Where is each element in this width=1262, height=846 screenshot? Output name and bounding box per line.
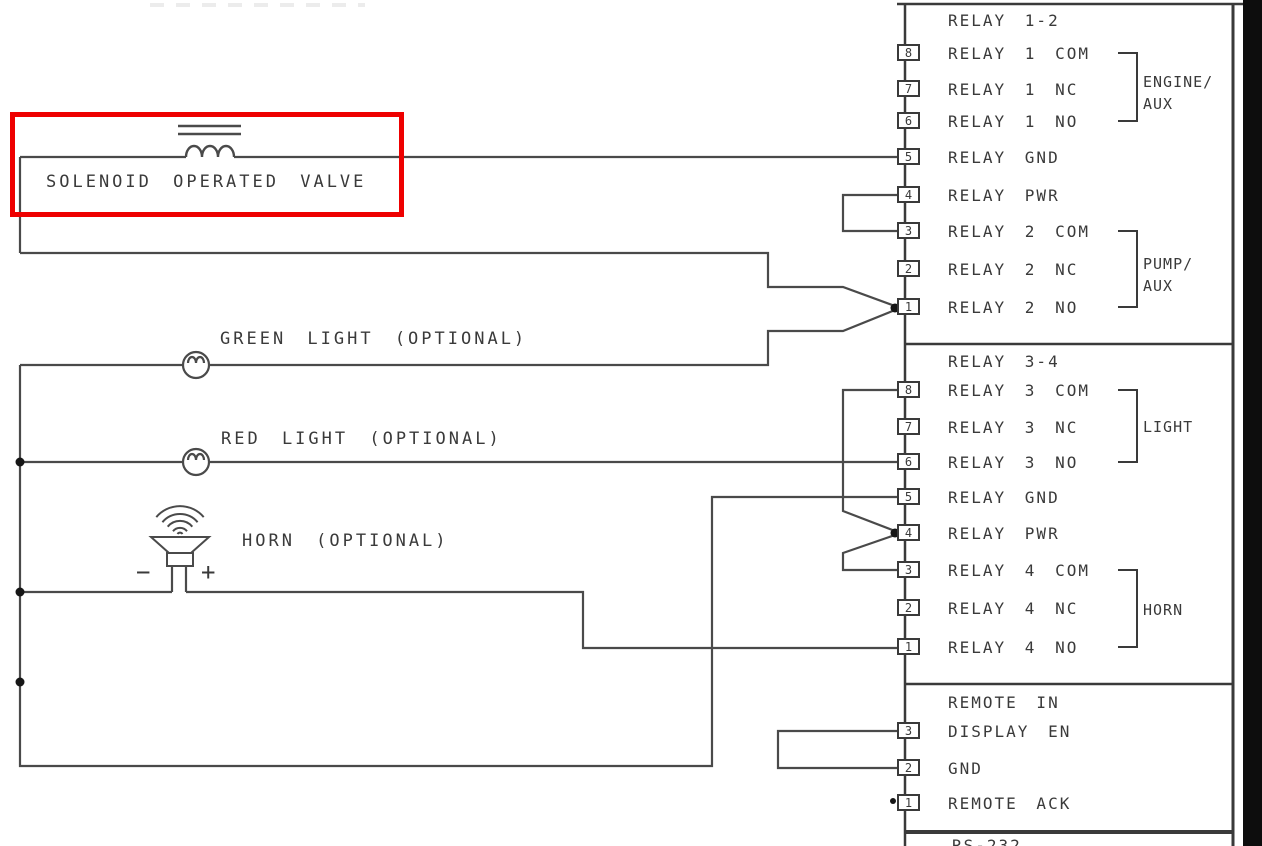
pin-box: 5 xyxy=(897,488,920,505)
section-header-remote-in: REMOTE IN xyxy=(948,693,1060,712)
pin-box: 4 xyxy=(897,186,920,203)
pin-number: 4 xyxy=(904,187,913,202)
pin-label: RELAY 4 NO xyxy=(948,638,1079,657)
pin-box: 3 xyxy=(897,722,920,739)
pin-label: RELAY GND xyxy=(948,488,1060,507)
bracket-pump-aux xyxy=(1118,230,1138,308)
bracket-label-engine-aux: AUX xyxy=(1143,95,1174,113)
pin-box: 4 xyxy=(897,524,920,541)
pin-number: 1 xyxy=(904,795,913,810)
section-header-relay-1-2: RELAY 1-2 xyxy=(948,11,1060,30)
wire-relay4com-to-pwr xyxy=(841,533,897,572)
pin-box: 2 xyxy=(897,260,920,277)
pin-number: 3 xyxy=(904,562,913,577)
bracket-label-horn: HORN xyxy=(1143,601,1184,619)
bracket-label-light: LIGHT xyxy=(1143,418,1194,436)
pin-label: RELAY PWR xyxy=(948,524,1060,543)
pin-number: 4 xyxy=(904,525,913,540)
green-lamp-icon xyxy=(181,350,211,380)
right-edge-bar xyxy=(1243,0,1262,846)
red-light-label: RED LIGHT (OPTIONAL) xyxy=(221,429,502,449)
pin-number: 1 xyxy=(904,639,913,654)
pin-label: RELAY GND xyxy=(948,148,1060,167)
pin-box: 3 xyxy=(897,561,920,578)
pin-label: RELAY 4 COM xyxy=(948,561,1090,580)
pin-label: DISPLAY EN xyxy=(948,722,1072,741)
pin-box: 8 xyxy=(897,44,920,61)
pin-number: 5 xyxy=(904,489,913,504)
pin-box: 8 xyxy=(897,381,920,398)
pin-number: 8 xyxy=(904,45,913,60)
bracket-label-engine: ENGINE/ xyxy=(1143,73,1214,91)
pin-number: 8 xyxy=(904,382,913,397)
wire-solenoid-top xyxy=(18,155,897,253)
pin-number: 6 xyxy=(904,454,913,469)
pin-label: RELAY 2 COM xyxy=(948,222,1090,241)
horn-plus-sign: + xyxy=(201,558,216,586)
pin-label: RELAY 1 NC xyxy=(948,80,1079,99)
pin-box: 7 xyxy=(897,80,920,97)
pin-number: 7 xyxy=(904,81,913,96)
pin-number: 2 xyxy=(904,760,913,775)
wire-jumper-relay12 xyxy=(841,193,897,233)
red-lamp-icon xyxy=(181,447,211,477)
green-light-label: GREEN LIGHT (OPTIONAL) xyxy=(220,329,528,349)
wire-relay3com-to-pwr xyxy=(841,388,897,533)
pin-number: 3 xyxy=(904,223,913,238)
pin-label: RELAY 4 NC xyxy=(948,599,1079,618)
bracket-horn xyxy=(1118,569,1138,648)
solenoid-label: SOLENOID OPERATED VALVE xyxy=(46,172,367,192)
pin-label: REMOTE ACK xyxy=(948,794,1072,813)
pin-box: 2 xyxy=(897,599,920,616)
pin-label: RELAY 3 NC xyxy=(948,418,1079,437)
pin-box: 5 xyxy=(897,148,920,165)
wire-green-light xyxy=(20,308,896,367)
horn-minus-sign: − xyxy=(136,558,151,586)
pin-box: 6 xyxy=(897,453,920,470)
pin-box: 3 xyxy=(897,222,920,239)
pin-number: 1 xyxy=(904,299,913,314)
section-header-rs232: RS-232 xyxy=(952,836,1022,846)
horn-icon xyxy=(148,505,212,567)
section-header-relay-3-4: RELAY 3-4 xyxy=(948,352,1060,371)
pin-number: 6 xyxy=(904,113,913,128)
pin-number: 3 xyxy=(904,723,913,738)
wire-solenoid-to-relay2no xyxy=(20,251,896,308)
pin-box: 7 xyxy=(897,418,920,435)
bracket-light xyxy=(1118,389,1138,463)
pin-box: 1 xyxy=(897,794,920,811)
pin-label: RELAY 2 NO xyxy=(948,298,1079,317)
pin-box: 1 xyxy=(897,638,920,655)
pin-label: RELAY PWR xyxy=(948,186,1060,205)
pin-label: RELAY 3 NO xyxy=(948,453,1079,472)
group-brackets xyxy=(1118,52,1138,648)
pin-number: 2 xyxy=(904,600,913,615)
wire-jumper-remote xyxy=(776,729,897,770)
pin-label: RELAY 1 COM xyxy=(948,44,1090,63)
pin-number: 7 xyxy=(904,419,913,434)
pin-box: 6 xyxy=(897,112,920,129)
horn-label: HORN (OPTIONAL) xyxy=(242,531,449,551)
junction-dots xyxy=(15,303,900,804)
pin-box: 1 xyxy=(897,298,920,315)
pin-number: 2 xyxy=(904,261,913,276)
pin-label: RELAY 2 NC xyxy=(948,260,1079,279)
pin-box: 2 xyxy=(897,759,920,776)
artifact-smudge xyxy=(150,3,365,7)
pin-label: RELAY 1 NO xyxy=(948,112,1079,131)
pin-number: 5 xyxy=(904,149,913,164)
pin-label: RELAY 3 COM xyxy=(948,381,1090,400)
wire-ground-bus xyxy=(18,365,897,768)
wire-horn xyxy=(20,566,897,650)
bracket-label-pump: PUMP/ xyxy=(1143,255,1194,273)
highlight-box-solenoid xyxy=(10,112,404,217)
bracket-label-pump-aux: AUX xyxy=(1143,277,1174,295)
solenoid-coil-icon xyxy=(178,124,241,158)
bracket-engine-aux xyxy=(1118,52,1138,122)
pin-label: GND xyxy=(948,759,983,778)
